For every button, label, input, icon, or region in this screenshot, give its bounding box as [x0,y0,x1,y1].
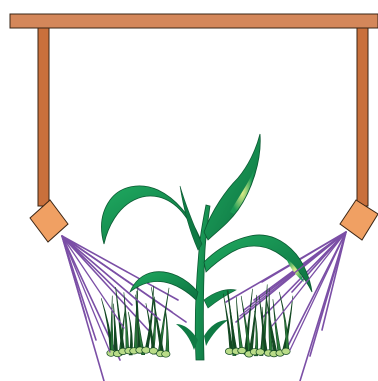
base-leaf-left [176,324,198,350]
seedling-bulb [256,349,264,355]
seedling-leaf [279,292,289,351]
light-beam-ray [290,232,346,350]
seedling-leaf [236,297,243,352]
top-right-leaf [204,134,260,240]
seedling-bulb [162,351,170,357]
seedling-bulb [142,347,150,353]
seedling-bulb [282,348,290,354]
base-leaf-right [204,320,228,346]
seedling-leaf [165,309,169,353]
left-lamp-light-beams [62,236,186,381]
hanging-frame [10,14,378,206]
frame-left-post [38,28,49,206]
upper-left-leaf [102,186,200,244]
frame-top-beam [10,14,378,28]
frame-right-post [357,28,368,206]
left-seedling-cluster [101,286,170,357]
corn-plant [102,134,312,360]
seedling-leaf [113,304,117,351]
right-seedling-cluster [223,284,293,357]
lower-left-leaf [130,272,198,300]
central-upper-leaf [180,186,202,250]
